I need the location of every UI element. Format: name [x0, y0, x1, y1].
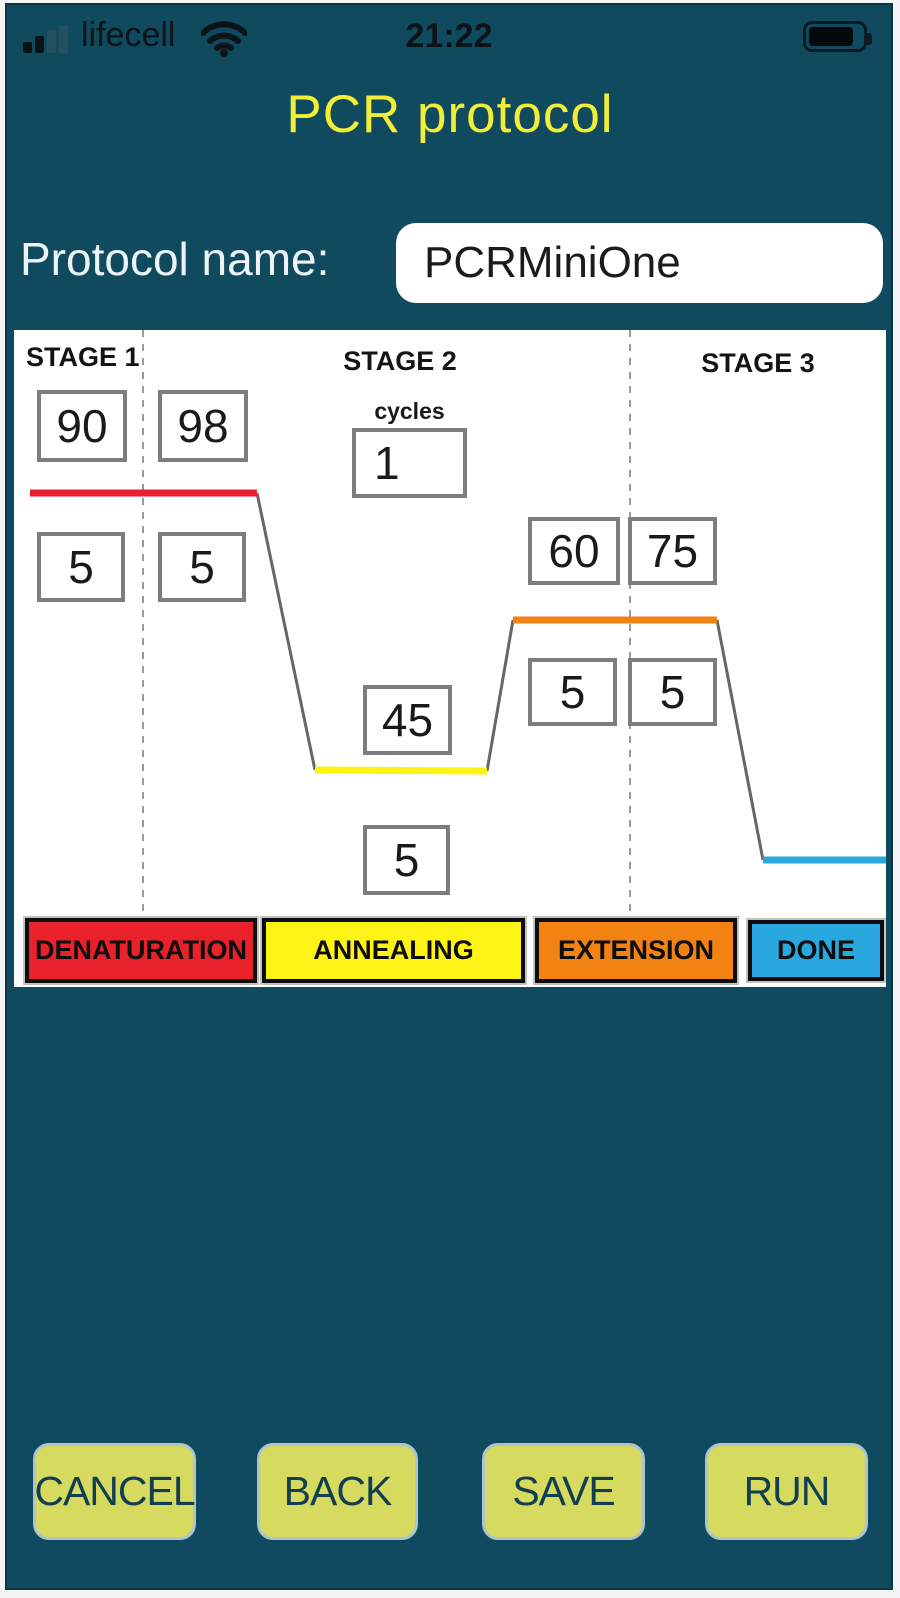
denaturation-temp-1-field[interactable]: 90: [37, 390, 127, 462]
thermal-profile-panel: STAGE 1 STAGE 2 STAGE 3 90 98 5 5 cycles…: [14, 330, 886, 987]
stage-3-label: STAGE 3: [701, 348, 815, 378]
cycles-label: cycles: [374, 398, 445, 424]
stage-2-label: STAGE 2: [343, 346, 457, 376]
extension-phase-button[interactable]: EXTENSION: [533, 916, 739, 985]
back-button[interactable]: BACK: [257, 1443, 418, 1540]
extension-temp-2-field[interactable]: 75: [628, 517, 717, 585]
cellular-signal-icon: [23, 25, 71, 53]
protocol-name-label: Protocol name:: [20, 233, 330, 285]
annealing-phase-button[interactable]: ANNEALING: [260, 916, 527, 985]
battery-icon: [803, 21, 872, 52]
wifi-icon: [200, 21, 248, 62]
status-bar: lifecell 21:22: [5, 3, 893, 61]
denaturation-time-2-field[interactable]: 5: [158, 532, 246, 602]
ramp-down-line-2: [715, 619, 765, 861]
cycles-field[interactable]: 1: [352, 428, 467, 498]
cancel-button[interactable]: CANCEL: [33, 1443, 196, 1540]
temperature-profile-plot: [30, 330, 886, 987]
page-title: PCR protocol: [286, 85, 614, 144]
protocol-name-input[interactable]: [396, 223, 883, 303]
denaturation-temp-2-field[interactable]: 98: [158, 390, 248, 462]
run-button[interactable]: RUN: [705, 1443, 868, 1540]
annealing-temp-field[interactable]: 45: [363, 685, 452, 755]
denaturation-phase-button[interactable]: DENATURATION: [23, 916, 259, 985]
extension-time-1-field[interactable]: 5: [528, 658, 617, 726]
ramp-down-line-1: [255, 492, 317, 771]
ramp-up-line: [485, 619, 515, 772]
done-phase-button[interactable]: DONE: [746, 918, 886, 983]
annealing-plateau-line: [314, 766, 488, 775]
save-button[interactable]: SAVE: [482, 1443, 645, 1540]
clock-time: 21:22: [405, 17, 493, 55]
extension-time-2-field[interactable]: 5: [628, 658, 717, 726]
extension-temp-1-field[interactable]: 60: [528, 517, 620, 585]
denaturation-time-1-field[interactable]: 5: [37, 532, 125, 602]
carrier-label: lifecell: [81, 16, 176, 54]
annealing-time-field[interactable]: 5: [363, 825, 450, 895]
stage-1-label: STAGE 1: [26, 342, 140, 372]
